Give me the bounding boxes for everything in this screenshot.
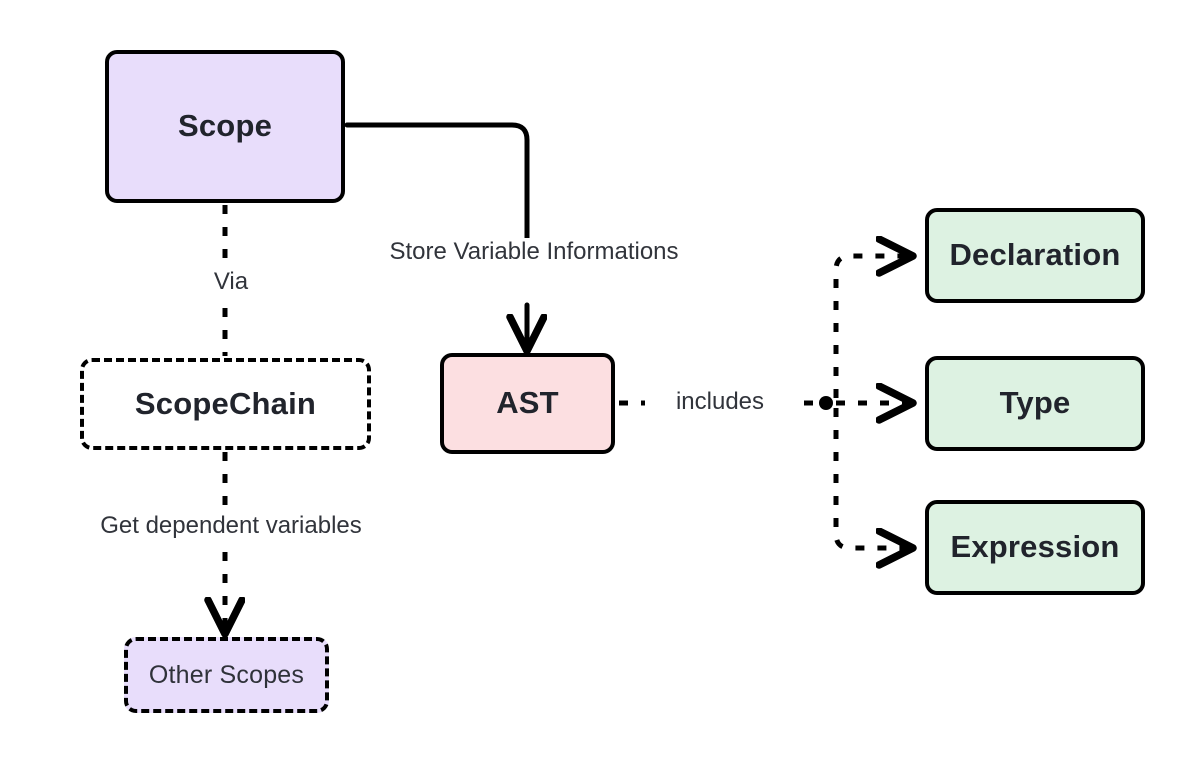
edge-label-store-variable-informations: Store Variable Informations xyxy=(341,238,727,267)
node-declaration[interactable]: Declaration xyxy=(925,208,1145,303)
edge-scope-to-ast xyxy=(344,122,527,345)
node-other-scopes[interactable]: Other Scopes xyxy=(124,637,329,713)
edge-label-includes: includes xyxy=(645,388,795,417)
node-type-label: Type xyxy=(999,385,1071,421)
node-ast[interactable]: AST xyxy=(440,353,615,454)
edge-label-via: Via xyxy=(175,268,287,297)
node-expression-label: Expression xyxy=(950,529,1120,565)
node-scopechain-label: ScopeChain xyxy=(134,385,317,421)
branch-junction-dot xyxy=(819,396,833,410)
node-scopechain[interactable]: ScopeChain xyxy=(80,358,371,450)
node-declaration-label: Declaration xyxy=(949,237,1121,273)
node-ast-label: AST xyxy=(496,385,559,421)
node-type[interactable]: Type xyxy=(925,356,1145,451)
edge-label-get-dependent-variables: Get dependent variables xyxy=(55,512,407,541)
node-scope[interactable]: Scope xyxy=(105,50,345,203)
node-expression[interactable]: Expression xyxy=(925,500,1145,595)
node-scope-label: Scope xyxy=(177,108,273,144)
node-other-scopes-label: Other Scopes xyxy=(148,660,305,689)
